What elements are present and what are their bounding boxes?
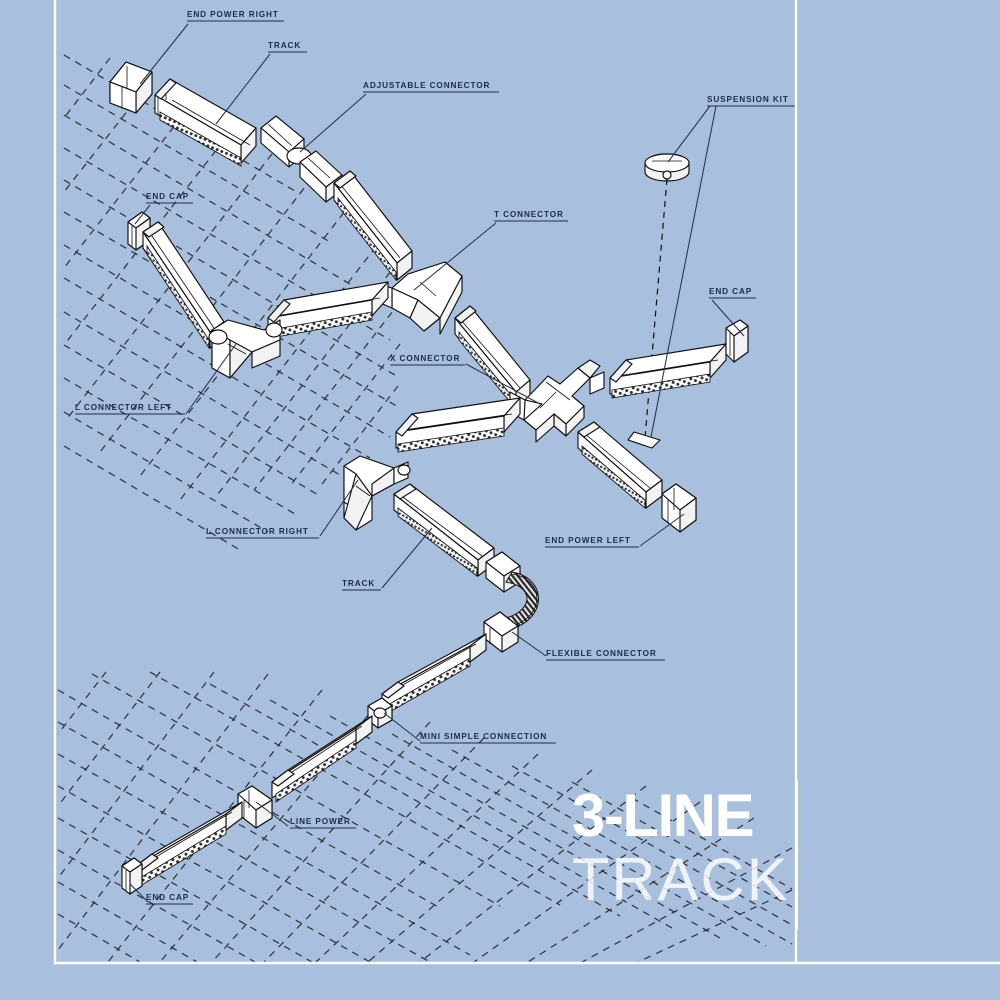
t-connector-part — [377, 261, 463, 335]
label-end-power-left: END POWER LEFT — [545, 536, 639, 548]
end-cap-right-part — [725, 319, 749, 363]
l-connector-left-part — [208, 319, 283, 379]
label-text: TRACK — [268, 41, 301, 50]
label-text: L CONNECTOR LEFT — [75, 403, 172, 412]
end-power-right-part — [109, 61, 153, 114]
track-upper-left-diagonal — [142, 221, 225, 350]
track-lower-diagonal — [381, 633, 487, 715]
label-x-connector: X CONNECTOR — [390, 354, 465, 366]
label-l-connector-right: L CONNECTOR RIGHT — [206, 527, 319, 539]
label-text: ADJUSTABLE CONNECTOR — [363, 81, 490, 90]
label-flexible-connector: FLEXIBLE CONNECTOR — [546, 649, 665, 661]
label-end-cap-upper-left: END CAP — [146, 192, 193, 204]
label-text: END POWER RIGHT — [187, 10, 279, 19]
label-text: END CAP — [146, 192, 189, 201]
label-text: X CONNECTOR — [390, 354, 460, 363]
flexible-connector-part — [483, 551, 539, 653]
track-mid-part — [393, 483, 495, 577]
floor-grid-lower — [57, 671, 793, 963]
label-track-top: TRACK — [268, 41, 307, 53]
label-t-connector: T CONNECTOR — [494, 210, 568, 222]
label-text: SUSPENSION KIT — [707, 95, 789, 104]
track-left-to-t — [267, 281, 389, 339]
track-x-left — [395, 397, 521, 453]
label-text: END CAP — [146, 893, 189, 902]
label-end-cap-bottom: END CAP — [146, 893, 193, 905]
line-power-part — [237, 785, 273, 829]
label-text: FLEXIBLE CONNECTOR — [546, 649, 657, 658]
label-group: END POWER RIGHT TRACK ADJUSTABLE CONNECT… — [75, 10, 795, 905]
label-text: END POWER LEFT — [545, 536, 631, 545]
l-connector-right-part — [343, 455, 411, 531]
mini-simple-connection-part — [367, 697, 393, 729]
label-mini-simple-connection: MINI SIMPLE CONNECTION — [420, 732, 556, 744]
end-cap-bottom-part — [121, 857, 143, 895]
label-line-power: LINE POWER — [290, 817, 356, 829]
title-divider — [795, 780, 798, 930]
track-diagonal-upper — [333, 170, 413, 282]
end-power-left-part — [661, 483, 697, 533]
suspension-kit-part — [627, 153, 690, 449]
label-end-cap-right: END CAP — [709, 287, 756, 299]
label-adjustable-connector: ADJUSTABLE CONNECTOR — [363, 81, 499, 93]
track-t-to-x — [454, 305, 531, 410]
label-track-mid: TRACK — [342, 579, 381, 591]
label-text: T CONNECTOR — [494, 210, 564, 219]
label-text: L CONNECTOR RIGHT — [206, 527, 309, 536]
page-frame — [53, 0, 1000, 965]
leader-lines — [129, 23, 745, 903]
label-text: TRACK — [342, 579, 375, 588]
label-end-power-right: END POWER RIGHT — [187, 10, 284, 22]
track-x-right — [609, 343, 727, 399]
label-text: MINI SIMPLE CONNECTION — [420, 732, 547, 741]
track-upper-part — [154, 78, 257, 167]
track-x-lower-right — [577, 421, 663, 509]
label-l-connector-left: L CONNECTOR LEFT — [75, 403, 185, 415]
label-suspension-kit: SUSPENSION KIT — [707, 95, 795, 107]
label-text: END CAP — [709, 287, 752, 296]
adjustable-connector-part — [260, 115, 343, 203]
track-bottom-left — [135, 801, 243, 887]
track-mini-to-power — [271, 715, 373, 803]
label-text: LINE POWER — [290, 817, 351, 826]
